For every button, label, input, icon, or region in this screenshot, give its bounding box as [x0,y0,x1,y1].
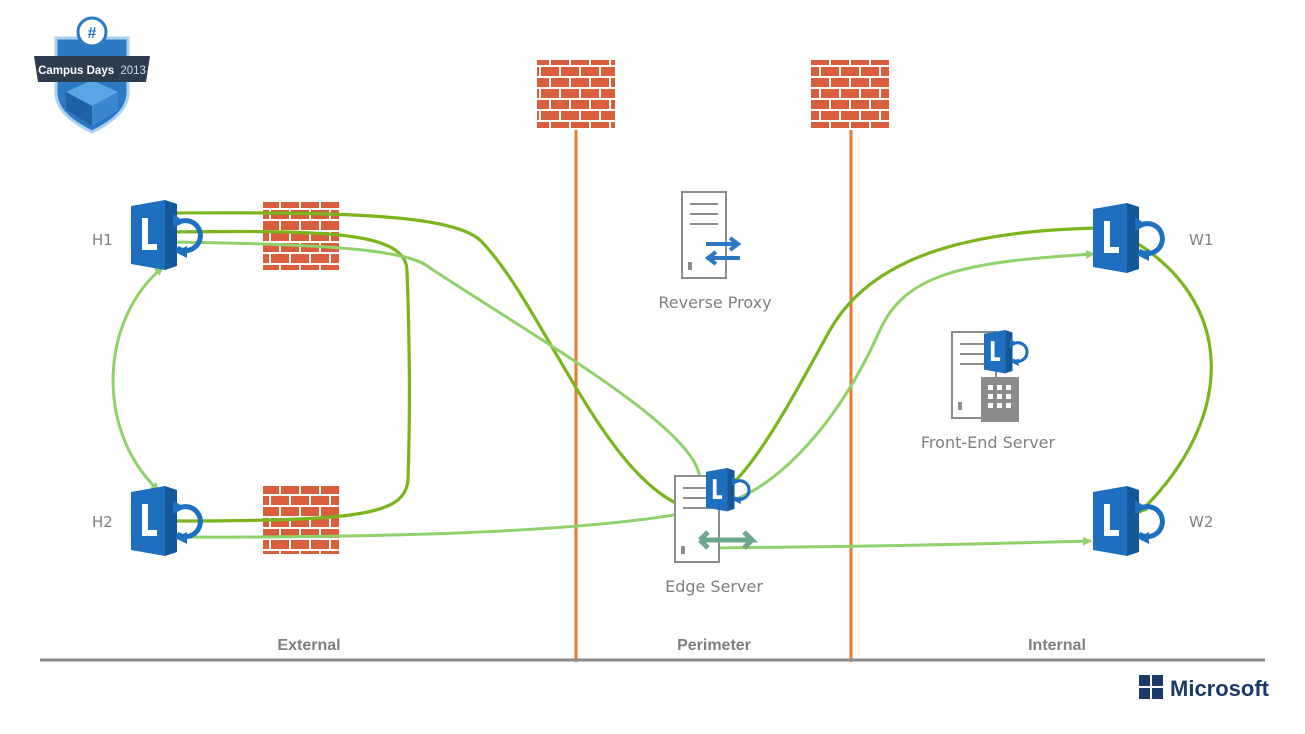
flow-h1-h2 [111,266,164,492]
w2-lync-icon [1093,486,1162,556]
reverse-proxy-label: Reverse Proxy [658,293,771,312]
zone-external-label: External [277,637,340,654]
w1-lync-icon [1093,203,1162,273]
front-end-server-label: Front-End Server [921,433,1056,452]
flow-h2-w1-via-edge [168,249,1095,542]
windows-grid-icon [1139,675,1163,699]
h1-lync-icon [131,200,200,270]
flow-h1-edge [166,237,704,507]
microsoft-logo: Microsoft [1139,675,1270,701]
firewall-inner-icon [811,60,889,128]
flow-w1-w2 [1123,234,1213,514]
firewall-outer-icon [537,60,615,128]
w2-label: W2 [1189,513,1213,531]
h2-label: H2 [92,513,113,531]
zone-perimeter-label: Perimeter [677,637,751,654]
badge-year: 2013 [120,65,146,77]
campus-days-badge: # Campus Days 2013 [34,16,150,134]
flow-edge-w2 [710,536,1092,553]
media-flows [111,208,1213,553]
edge-server-label: Edge Server [665,577,763,596]
flow-h1-loop-h2 [166,227,411,526]
reverse-proxy-server-icon [681,191,742,279]
badge-hash: # [88,25,97,42]
front-end-server-icon [951,328,1029,422]
microsoft-wordmark: Microsoft [1170,676,1270,701]
zone-internal-label: Internal [1028,637,1086,654]
badge-title: Campus Days [38,65,114,77]
edge-server-icon [674,466,759,563]
svg-text:Campus Days 2013: Campus Days 2013 [38,65,146,77]
h1-label: H1 [92,231,113,249]
w1-label: W1 [1189,231,1213,249]
